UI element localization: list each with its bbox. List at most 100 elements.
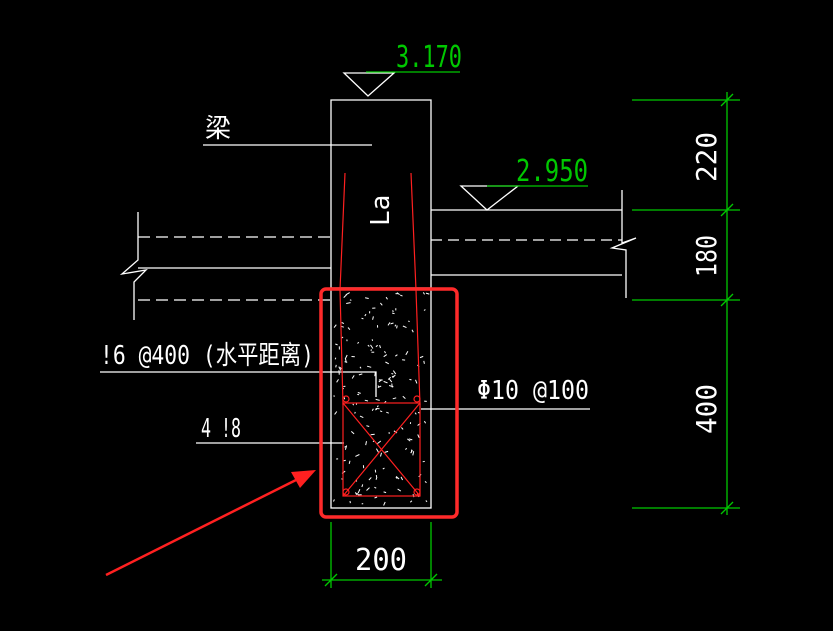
hatch-mark [366,487,370,491]
hatch-mark [402,325,407,329]
hatch-mark [350,431,355,435]
hatch-mark [392,397,397,400]
hatch-mark [423,360,425,364]
hatch-mark [391,383,393,388]
hatch-mark [355,454,360,457]
hatch-mark [405,447,408,450]
hatch-mark [365,441,367,446]
hatch-mark [351,375,355,379]
hatch-mark [374,486,377,489]
hatch-mark [348,460,351,465]
hatch-mark [374,371,376,377]
hatch-mark [383,501,386,506]
dim-tick-1 [720,93,734,107]
hatch-mark [382,467,385,470]
hatch-mark [357,488,361,494]
dim-bottom-tick-left [324,573,338,587]
hatch-mark [401,427,404,430]
hatch-mark [358,373,363,376]
hatch-mark [370,344,374,349]
rebar-bars [342,395,421,496]
hatch-mark [422,292,426,295]
hatch-mark [345,354,348,359]
hatch-mark [395,476,400,480]
concrete-hatch [333,292,430,506]
hatch-mark [372,316,374,320]
hatch-mark [380,302,383,306]
hatch-mark [357,341,360,344]
hatch-mark [396,325,398,329]
hatch-mark [335,343,338,346]
hatch-mark [392,312,395,315]
hatch-mark [356,492,360,496]
hatch-mark [409,378,412,381]
hatch-mark [352,403,355,406]
hatch-mark [379,344,381,349]
hatch-mark [395,476,398,479]
hatch-mark [409,500,413,503]
hatch-mark [334,411,338,415]
hatch-mark [359,366,362,369]
hatch-mark [375,408,378,411]
hatch-mark [354,411,356,414]
hatch-mark [370,433,375,436]
hatch-mark [402,395,406,399]
dim-top-text: 220 [690,132,723,182]
hatch-mark [357,392,361,394]
hatch-mark [345,292,350,296]
hatch-mark [383,354,388,358]
hatch-mark [378,379,383,383]
arrow-head [291,470,316,488]
hatch-mark [422,460,425,463]
bar-dot-br [413,488,421,496]
hatch-mark [410,450,413,454]
pointer-arrow [105,470,316,577]
hatch-mark [396,292,400,296]
hatch-mark [347,327,351,331]
elev-slab-triangle [459,185,520,211]
width-dimension-text: 200 [355,543,407,578]
bar-dot-tr [413,395,421,403]
hatch-mark [368,477,372,481]
hatch-mark [338,366,342,371]
hatch-mark [341,322,345,325]
hatch-mark [344,357,347,363]
stirrup-cross-2 [342,402,421,497]
hatch-mark [408,320,410,323]
hatch-mark [423,309,426,311]
hatch-mark [346,302,351,304]
foundation-block [330,287,432,509]
dim-mid-text: 180 [690,235,723,277]
hatch-mark [387,376,392,380]
hatch-mark [343,397,346,400]
stirrup-box [342,402,421,497]
hatch-mark [384,350,386,354]
hatch-mark [371,408,374,411]
hatch-mark [385,296,388,300]
hatch-mark [383,380,388,384]
right-break-line [609,190,637,298]
hatch-mark [377,440,382,444]
hatch-mark [388,385,394,388]
hatch-mark [423,420,427,424]
hatch-mark [419,355,424,359]
hatch-mark [361,317,364,320]
hatch-mark [344,445,348,450]
drawing-text: 3.170 2.950 梁 La !6 @400 (水平距离) 4 !8 Φ10… [100,40,723,578]
hatch-mark [371,339,374,341]
hatch-mark [424,481,427,484]
hatch-mark [415,379,418,384]
rebar-count-label: 4 !8 [201,414,241,444]
hatch-mark [391,373,394,375]
anchor-label: La [366,195,396,226]
dim-tick-4 [720,501,734,515]
bar-dot-tl [342,395,350,403]
hatch-mark [391,375,394,378]
arrow-shaft [105,476,301,577]
hatch-mark [395,354,398,357]
hatch-mark [407,438,411,442]
hatch-mark [400,476,404,481]
dim-bottom-text: 400 [690,384,723,434]
hatch-mark [365,297,369,299]
